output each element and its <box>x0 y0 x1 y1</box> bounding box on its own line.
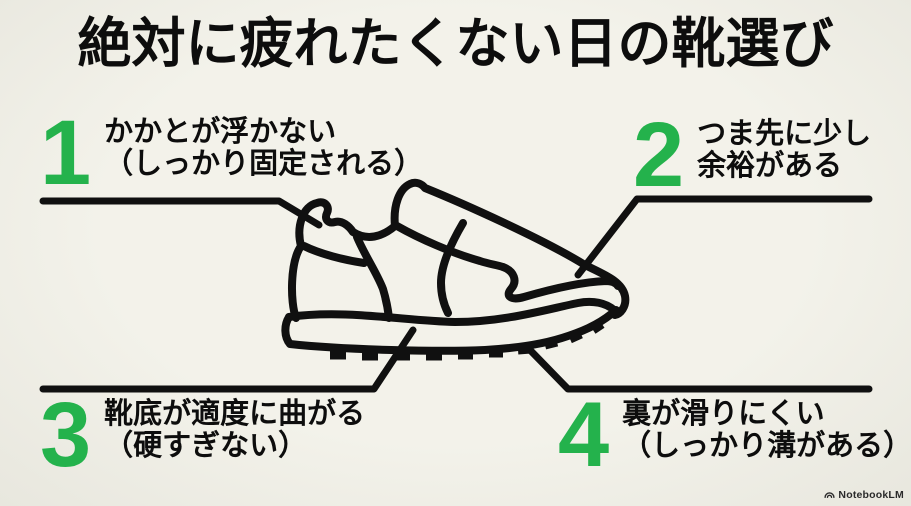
tip-3: 3 靴底が適度に曲がる （硬すぎない） <box>40 384 366 486</box>
brand-label: NotebookLM <box>838 489 904 501</box>
tip-3-text-line1: 靴底が適度に曲がる <box>104 398 366 430</box>
leader-line-2 <box>574 195 873 279</box>
tip-4: 4 裏が滑りにくい （しっかり溝がある） <box>558 384 911 486</box>
leader-line-1 <box>39 197 323 229</box>
tip-3-number: 3 <box>40 384 92 486</box>
tip-2: 2 つま先に少し 余裕がある <box>633 104 872 206</box>
tip-4-text-line1: 裏が滑りにくい <box>622 398 825 430</box>
tip-2-text-line1: つま先に少し <box>697 118 872 150</box>
shoe-upper-outline <box>287 178 630 322</box>
leader-line-4 <box>527 347 873 393</box>
tip-1: 1 かかとが浮かない （しっかり固定される） <box>40 102 424 204</box>
toe-cap-seam <box>499 263 622 303</box>
lace-band-bottom-edge <box>393 222 507 271</box>
notebooklm-logo-icon <box>824 491 836 498</box>
footer-brand: NotebookLM <box>824 489 904 501</box>
page-title: 絶対に疲れたくない日の靴選び <box>77 14 834 74</box>
tip-2-text-line2: 余裕がある <box>697 150 843 183</box>
midsole-top-line <box>285 297 618 326</box>
tip-3-text-line2: （硬すぎない） <box>104 430 308 463</box>
heel-quarter-seam <box>353 233 393 322</box>
tip-4-number: 4 <box>558 384 610 486</box>
tip-1-text-line1: かかとが浮かない <box>104 116 337 148</box>
leader-line-3 <box>39 326 417 393</box>
collar-seam <box>300 242 368 267</box>
vamp-seam <box>437 219 467 317</box>
tip-2-number: 2 <box>633 104 685 206</box>
sole-tread-teeth <box>330 320 605 361</box>
tip-1-text-line2: （しっかり固定される） <box>104 148 424 181</box>
tip-1-number: 1 <box>40 102 92 204</box>
tip-4-text-line2: （しっかり溝がある） <box>622 430 911 463</box>
